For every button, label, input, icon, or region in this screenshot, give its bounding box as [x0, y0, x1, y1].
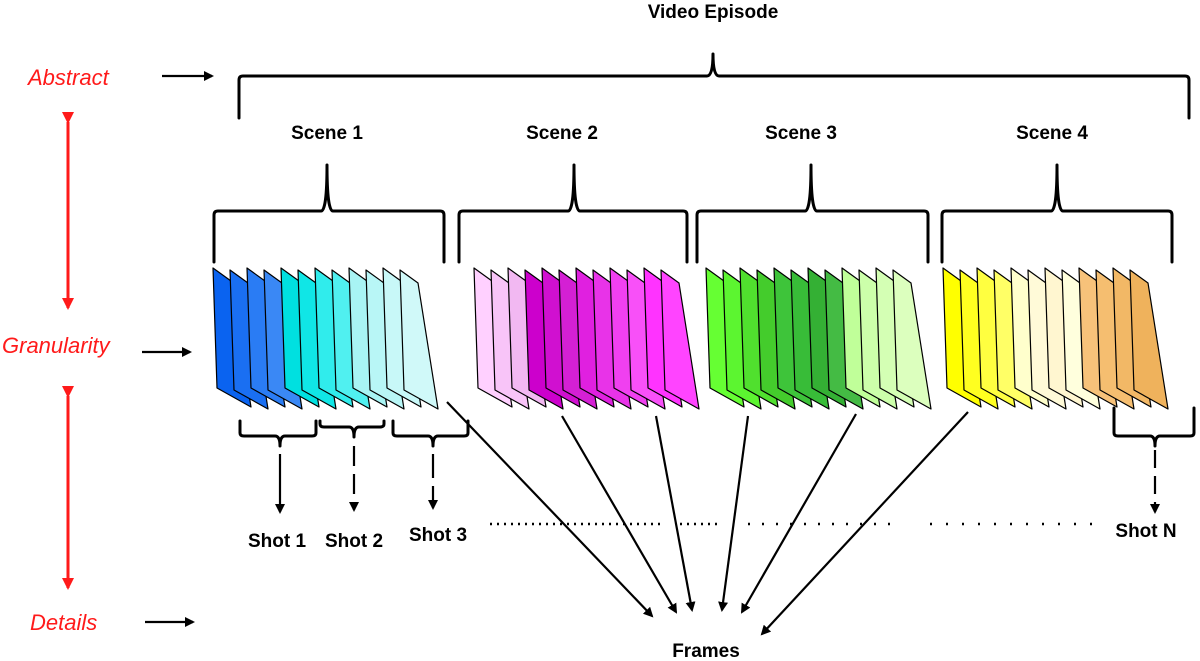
granularity-label: Granularity — [2, 333, 112, 358]
frames-layer — [212, 267, 1169, 410]
shot-1-brace — [238, 419, 318, 448]
frame-card — [892, 269, 932, 410]
shot-1-label: Shot 1 — [248, 531, 306, 552]
shot-n-brace — [1112, 406, 1196, 448]
shot-n-label: Shot N — [1115, 521, 1176, 542]
frames-arrow-3 — [654, 415, 696, 612]
scene-2-label: Scene 2 — [526, 123, 598, 144]
video-episode-label: Video Episode — [648, 2, 779, 23]
shot-3-label: Shot 3 — [409, 525, 467, 546]
scene-2-brace — [457, 163, 689, 264]
frames-arrow-6 — [760, 411, 969, 636]
scene-1-brace — [212, 163, 446, 264]
frames-arrow-2 — [561, 415, 678, 614]
abstract-label: Abstract — [26, 65, 110, 90]
shot-2-label: Shot 2 — [325, 531, 383, 552]
frame-stack-scene-2 — [473, 267, 700, 410]
scene-1-label: Scene 1 — [291, 123, 363, 144]
frame-stack-scene-3 — [705, 267, 932, 410]
details-label: Details — [30, 610, 97, 635]
scene-3-brace — [695, 163, 930, 264]
scene-4-brace — [940, 163, 1174, 264]
frame-stack-scene-1 — [212, 267, 439, 410]
scene-3-label: Scene 3 — [765, 123, 837, 144]
scene-4-label: Scene 4 — [1016, 123, 1088, 144]
frame-card — [399, 269, 439, 410]
frames-arrow-4 — [718, 415, 750, 612]
frames-arrow-5 — [741, 413, 857, 614]
frames-arrow-1 — [446, 401, 654, 618]
shot-2-brace — [318, 419, 386, 439]
frames-label: Frames — [672, 641, 740, 661]
episode-brace — [237, 52, 1191, 120]
frame-stack-scene-4 — [942, 267, 1169, 410]
frame-card — [1129, 269, 1169, 410]
shot-3-brace — [391, 419, 470, 448]
frame-card — [660, 269, 700, 410]
